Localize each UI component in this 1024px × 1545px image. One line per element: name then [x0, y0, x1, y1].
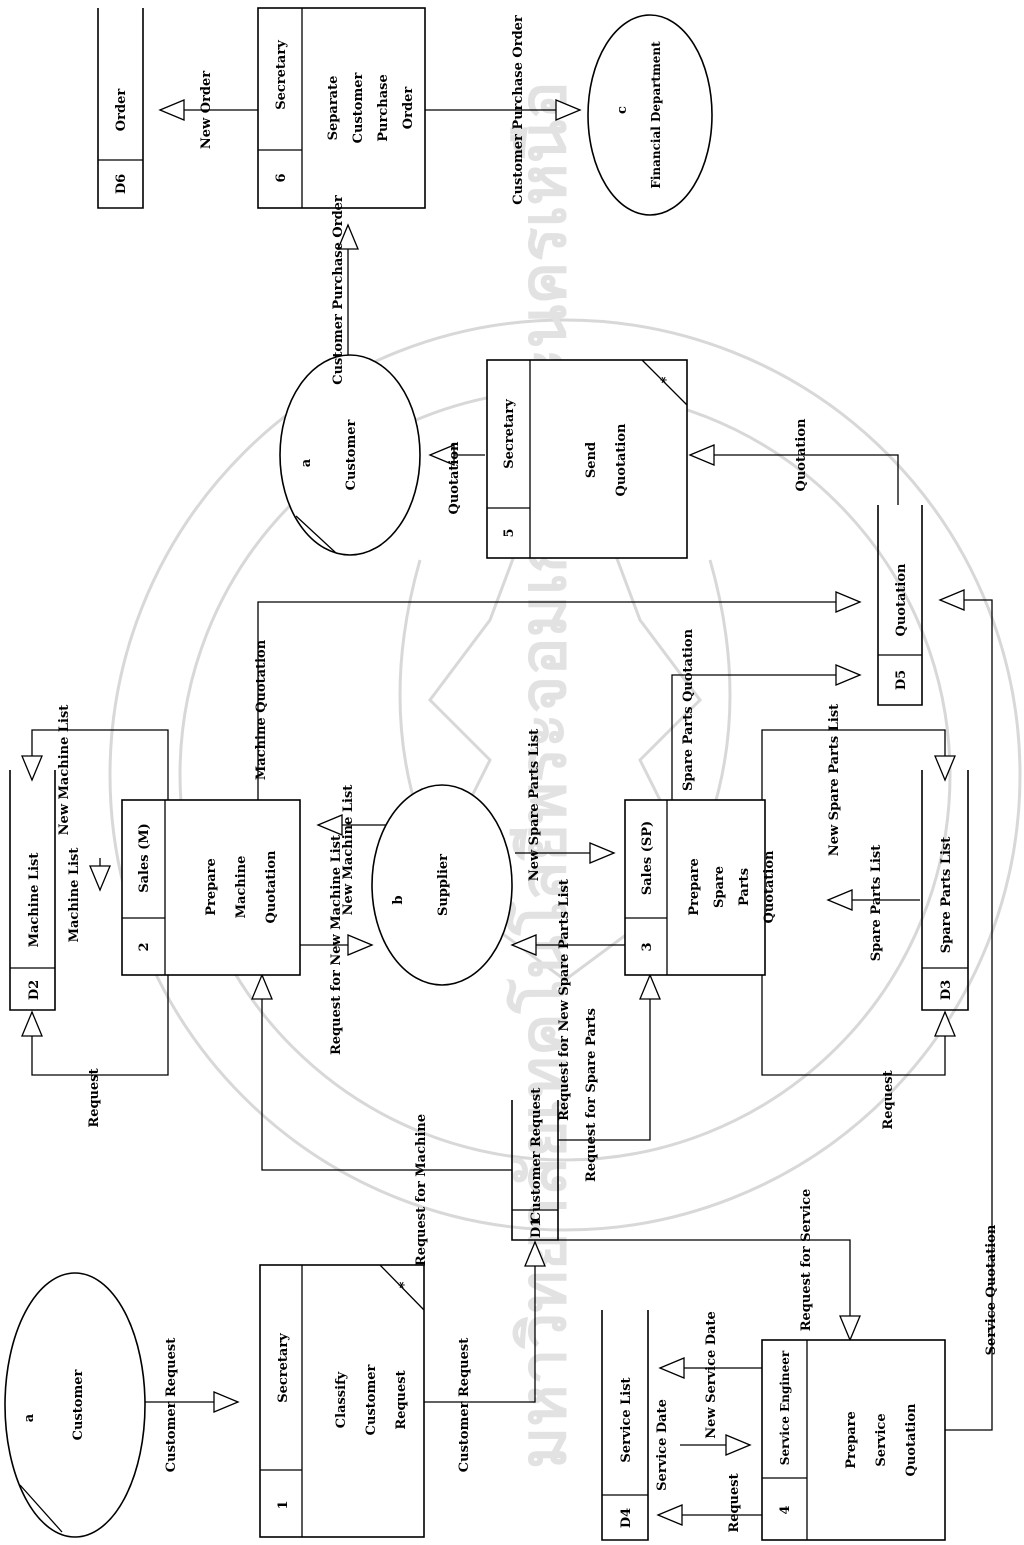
entity-name: Financial Department	[649, 41, 663, 189]
process-3: 3 Sales (SP) Prepare Spare Parts Quotati…	[624, 799, 777, 976]
entity-letter: c	[615, 106, 630, 114]
flow-label: Request for Machine	[414, 1114, 429, 1266]
watermark-text: มหาวิทยาลัยเทคโนโลยีพระจอมเกล้าพระนครเหน…	[505, 81, 581, 1469]
process-name-line-2: Machine	[234, 856, 249, 919]
flow-label: Customer Request	[164, 1338, 179, 1472]
flow-label: Request	[727, 1473, 742, 1532]
store-name: Order	[114, 89, 129, 132]
store-id: D6	[114, 174, 129, 194]
datastore-d2: D2 Machine List	[9, 770, 56, 1011]
flow-label: Quotation	[794, 418, 809, 491]
process-4: 4 Service Engineer Prepare Service Quota…	[761, 1339, 946, 1541]
flow-label: Request for New Machine List	[329, 835, 344, 1055]
flow-labels: Customer Request Customer Request Reques…	[57, 15, 999, 1533]
duplicate-mark: *	[659, 376, 674, 383]
flow-label: Request	[87, 1068, 102, 1127]
process-name-line-1: Send	[584, 442, 599, 478]
flow-label: Machine List	[67, 848, 82, 943]
process-name-line-4: Order	[401, 87, 416, 130]
flow-label: New Machine List	[57, 705, 72, 836]
external-financial-department-c: c Financial Department	[587, 14, 713, 216]
process-number: 1	[276, 1500, 291, 1509]
flow-label: Service Date	[655, 1399, 670, 1491]
process-5: 5 Secretary * Send Quotation	[486, 359, 688, 559]
store-id: D1	[529, 1218, 544, 1238]
flow-label: Machine Quotation	[254, 639, 269, 780]
datastore-d5: D5 Quotation	[877, 505, 923, 706]
process-name-line-2: Spare	[712, 866, 727, 908]
store-id: D4	[619, 1508, 634, 1528]
flow-label: New Spare Parts List	[827, 704, 842, 856]
process-name-line-3: Quotation	[264, 850, 279, 923]
process-number: 3	[640, 942, 655, 951]
external-customer-a-1: a Customer	[4, 1272, 146, 1538]
flow-label: Request for Spare Parts	[584, 1008, 599, 1182]
flow-label: Customer Request	[457, 1338, 472, 1472]
process-actor: Secretary	[276, 1333, 291, 1403]
flow-label: New Spare Parts List	[527, 729, 542, 881]
datastore-d6: D6 Order	[97, 8, 144, 209]
flow-label: Request for New Spare Parts List	[557, 879, 572, 1121]
external-customer-a-2: a Customer	[279, 354, 421, 556]
flow-label: Request for Service	[799, 1189, 814, 1332]
process-name-line-3: Quotation	[904, 1403, 919, 1476]
process-1: 1 Secretary * Classify Customer Request	[259, 1264, 425, 1538]
flow-label: New Machine List	[341, 785, 356, 916]
flow-label: New Service Date	[704, 1311, 719, 1439]
flow-label: Spare Parts List	[869, 845, 884, 962]
entity-letter: a	[22, 1413, 37, 1422]
flow-label: Quotation	[447, 441, 462, 514]
entity-name: Customer	[344, 420, 359, 491]
flow-label: Service Quotation	[984, 1224, 999, 1355]
flow-label: Spare Parts Quotation	[681, 628, 696, 791]
process-number: 2	[137, 942, 152, 951]
external-supplier-b: b Supplier	[371, 784, 513, 986]
process-name-line-1: Separate	[326, 76, 341, 141]
process-name-line-2: Customer	[364, 1365, 379, 1436]
store-id: D5	[894, 670, 909, 690]
process-number: 5	[502, 528, 517, 537]
process-name-line-3: Request	[394, 1370, 409, 1429]
entity-letter: a	[299, 458, 314, 467]
datastore-d3: D3 Spare Parts List	[921, 770, 969, 1011]
entity-name: Supplier	[436, 854, 451, 916]
process-name-line-3: Parts	[737, 868, 752, 906]
store-name: Service List	[619, 1377, 634, 1462]
arrowheads	[21, 99, 965, 1526]
store-name: Quotation	[894, 563, 909, 636]
process-6: 6 Secretary Separate Customer Purchase O…	[257, 7, 426, 209]
process-name-line-2: Customer	[351, 73, 366, 144]
process-actor: Sales (SP)	[640, 821, 655, 895]
datastore-d4: D4 Service List	[601, 1310, 649, 1541]
entity-letter: b	[391, 895, 406, 904]
process-name-line-2: Service	[874, 1413, 889, 1466]
store-name: Machine List	[27, 853, 42, 948]
process-name-line-1: Prepare	[844, 1411, 859, 1469]
entity-name: Customer	[71, 1370, 86, 1441]
process-actor: Service Engineer	[778, 1350, 792, 1465]
store-id: D3	[939, 980, 954, 1000]
flow-label: Request	[881, 1070, 896, 1129]
store-name: Spare Parts List	[939, 837, 954, 954]
process-actor: Secretary	[502, 399, 517, 469]
process-name-line-1: Prepare	[204, 858, 219, 916]
datastore-d1: D1 Customer Request	[511, 1088, 559, 1241]
process-2: 2 Sales (M) Prepare Machine Quotation	[121, 799, 301, 976]
process-actor: Secretary	[274, 40, 289, 110]
process-name-line-1: Classify	[334, 1371, 349, 1428]
flow-label: Customer Purchase Order	[331, 195, 346, 385]
process-name-line-4: Quotation	[762, 850, 777, 923]
process-name-line-2: Quotation	[614, 423, 629, 496]
duplicate-mark: *	[397, 1281, 412, 1288]
process-name-line-3: Purchase	[376, 74, 391, 141]
process-number: 4	[778, 1505, 793, 1514]
process-name-line-1: Prepare	[687, 858, 702, 916]
process-number: 6	[274, 173, 289, 182]
flow-label: Customer Purchase Order	[511, 15, 526, 205]
store-id: D2	[27, 980, 42, 1000]
flow-label: New Order	[199, 71, 214, 149]
store-name: Customer Request	[529, 1088, 544, 1222]
process-actor: Sales (M)	[137, 823, 152, 893]
